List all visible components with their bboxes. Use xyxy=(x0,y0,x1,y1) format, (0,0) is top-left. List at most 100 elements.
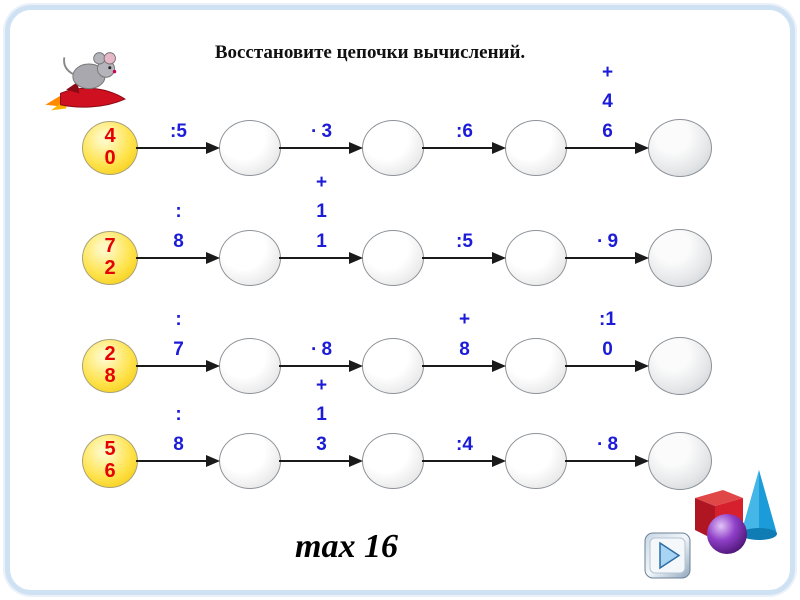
chain-4-result-circle xyxy=(648,432,712,490)
chain-3-operation-2: ∙ 8 xyxy=(310,338,333,360)
chain-3-step-3: + 8 xyxy=(422,309,506,421)
chain-1-step-1: :5 xyxy=(136,93,220,203)
chain-1-start-circle: 40 xyxy=(82,121,138,175)
chain-row-3: 28 : 7 ∙ 8 + 8 :1 0 xyxy=(82,309,712,421)
chain-1-step-3: :6 xyxy=(422,93,506,203)
chain-4-step-4: ∙ 8 xyxy=(565,406,649,516)
chain-3-operation-3: + 8 xyxy=(458,309,471,360)
arrow-line xyxy=(279,147,353,150)
chain-1-result-circle xyxy=(648,119,712,177)
arrow-head-icon xyxy=(349,360,363,372)
chain-3-start-circle: 28 xyxy=(82,339,138,393)
mouse-rocket-image xyxy=(45,46,131,123)
arrow-head-icon xyxy=(349,252,363,264)
arrow-line xyxy=(422,365,496,368)
chain-3-step-1: : 7 xyxy=(136,309,220,421)
chain-2-operation-3: :5 xyxy=(456,230,473,252)
max-note: max 16 xyxy=(295,528,398,565)
chain-1-operation-1: :5 xyxy=(170,120,187,142)
arrow-head-icon xyxy=(492,455,506,467)
chain-2-answer-circle-1 xyxy=(219,230,281,286)
chain-2-start-number: 72 xyxy=(104,235,116,279)
chain-3-answer-circle-1 xyxy=(219,338,281,394)
slide-title: Восстановите цепочки вычислений. xyxy=(214,42,526,63)
chain-1-operation-3: :6 xyxy=(456,120,473,142)
arrow-line xyxy=(422,257,496,260)
3d-shapes-image xyxy=(683,468,783,561)
arrow-head-icon xyxy=(492,360,506,372)
chain-4-operation-1: : 8 xyxy=(173,404,184,455)
chain-3-result-circle xyxy=(648,337,712,395)
chain-3-step-4: :1 0 xyxy=(565,309,649,421)
arrow-line xyxy=(279,460,353,463)
arrow-line xyxy=(136,147,210,150)
arrow-head-icon xyxy=(492,252,506,264)
chain-4-operation-2: + 1 3 xyxy=(315,374,328,455)
chain-3-answer-circle-3 xyxy=(505,338,567,394)
chain-2-answer-circle-2 xyxy=(362,230,424,286)
arrow-head-icon xyxy=(635,252,649,264)
chain-4-step-2: + 1 3 xyxy=(279,375,363,516)
chain-1-operation-2: ∙ 3 xyxy=(310,120,333,142)
chain-2-step-2: + 1 1 xyxy=(279,172,363,313)
chain-4-step-1: : 8 xyxy=(136,404,220,516)
arrow-head-icon xyxy=(206,455,220,467)
chain-1-answer-circle-3 xyxy=(505,120,567,176)
chain-4-operation-4: ∙ 8 xyxy=(596,433,619,455)
arrow-head-icon xyxy=(206,252,220,264)
chain-1-step-4: + 4 6 xyxy=(565,62,649,203)
chain-4-start-number: 56 xyxy=(104,438,116,482)
chain-4-operation-3: :4 xyxy=(456,433,473,455)
arrow-head-icon xyxy=(206,142,220,154)
chain-2-step-3: :5 xyxy=(422,203,506,313)
chain-row-2: 72 : 8 + 1 1 :5 ∙ 9 xyxy=(82,172,712,313)
arrow-line xyxy=(565,460,639,463)
cube-cone-sphere-icon xyxy=(695,470,777,554)
arrow-line xyxy=(279,365,353,368)
chain-1-start-number: 40 xyxy=(104,125,116,169)
arrow-line xyxy=(136,460,210,463)
play-icon xyxy=(644,532,691,579)
arrow-line xyxy=(422,147,496,150)
chain-2-step-4: ∙ 9 xyxy=(565,203,649,313)
arrow-head-icon xyxy=(492,142,506,154)
arrow-line xyxy=(279,257,353,260)
chain-2-start-circle: 72 xyxy=(82,231,138,285)
chain-2-answer-circle-3 xyxy=(505,230,567,286)
arrow-head-icon xyxy=(635,360,649,372)
arrow-head-icon xyxy=(349,142,363,154)
arrow-line xyxy=(136,257,210,260)
chain-2-operation-4: ∙ 9 xyxy=(596,230,619,252)
chain-2-step-1: : 8 xyxy=(136,201,220,313)
arrow-head-icon xyxy=(635,142,649,154)
chain-3-start-number: 28 xyxy=(104,343,116,387)
arrow-head-icon xyxy=(635,455,649,467)
mouse-rocket-icon xyxy=(45,52,126,111)
arrow-head-icon xyxy=(206,360,220,372)
chain-2-operation-2: + 1 1 xyxy=(315,171,328,252)
chain-4-answer-circle-3 xyxy=(505,433,567,489)
chain-2-operation-1: : 8 xyxy=(173,201,184,252)
arrow-line xyxy=(565,365,639,368)
chain-1-step-2: ∙ 3 xyxy=(279,93,363,203)
arrow-line xyxy=(565,147,639,150)
arrow-line xyxy=(136,365,210,368)
chain-4-step-3: :4 xyxy=(422,406,506,516)
arrow-line xyxy=(565,257,639,260)
chain-1-operation-4: + 4 6 xyxy=(601,61,614,142)
chain-1-answer-circle-1 xyxy=(219,120,281,176)
chain-4-answer-circle-1 xyxy=(219,433,281,489)
arrow-line xyxy=(422,460,496,463)
chain-4-answer-circle-2 xyxy=(362,433,424,489)
chain-1-answer-circle-2 xyxy=(362,120,424,176)
arrow-head-icon xyxy=(349,455,363,467)
chain-4-start-circle: 56 xyxy=(82,434,138,488)
chain-row-1: 40 :5 ∙ 3 :6 + 4 6 xyxy=(82,62,712,203)
chain-3-answer-circle-2 xyxy=(362,338,424,394)
chain-3-step-2: ∙ 8 xyxy=(279,311,363,421)
chain-2-result-circle xyxy=(648,229,712,287)
chain-3-operation-1: : 7 xyxy=(173,309,184,360)
chain-row-4: 56 : 8 + 1 3 :4 ∙ 8 xyxy=(82,375,712,516)
next-button[interactable] xyxy=(644,532,691,579)
chain-3-operation-4: :1 0 xyxy=(599,309,616,360)
